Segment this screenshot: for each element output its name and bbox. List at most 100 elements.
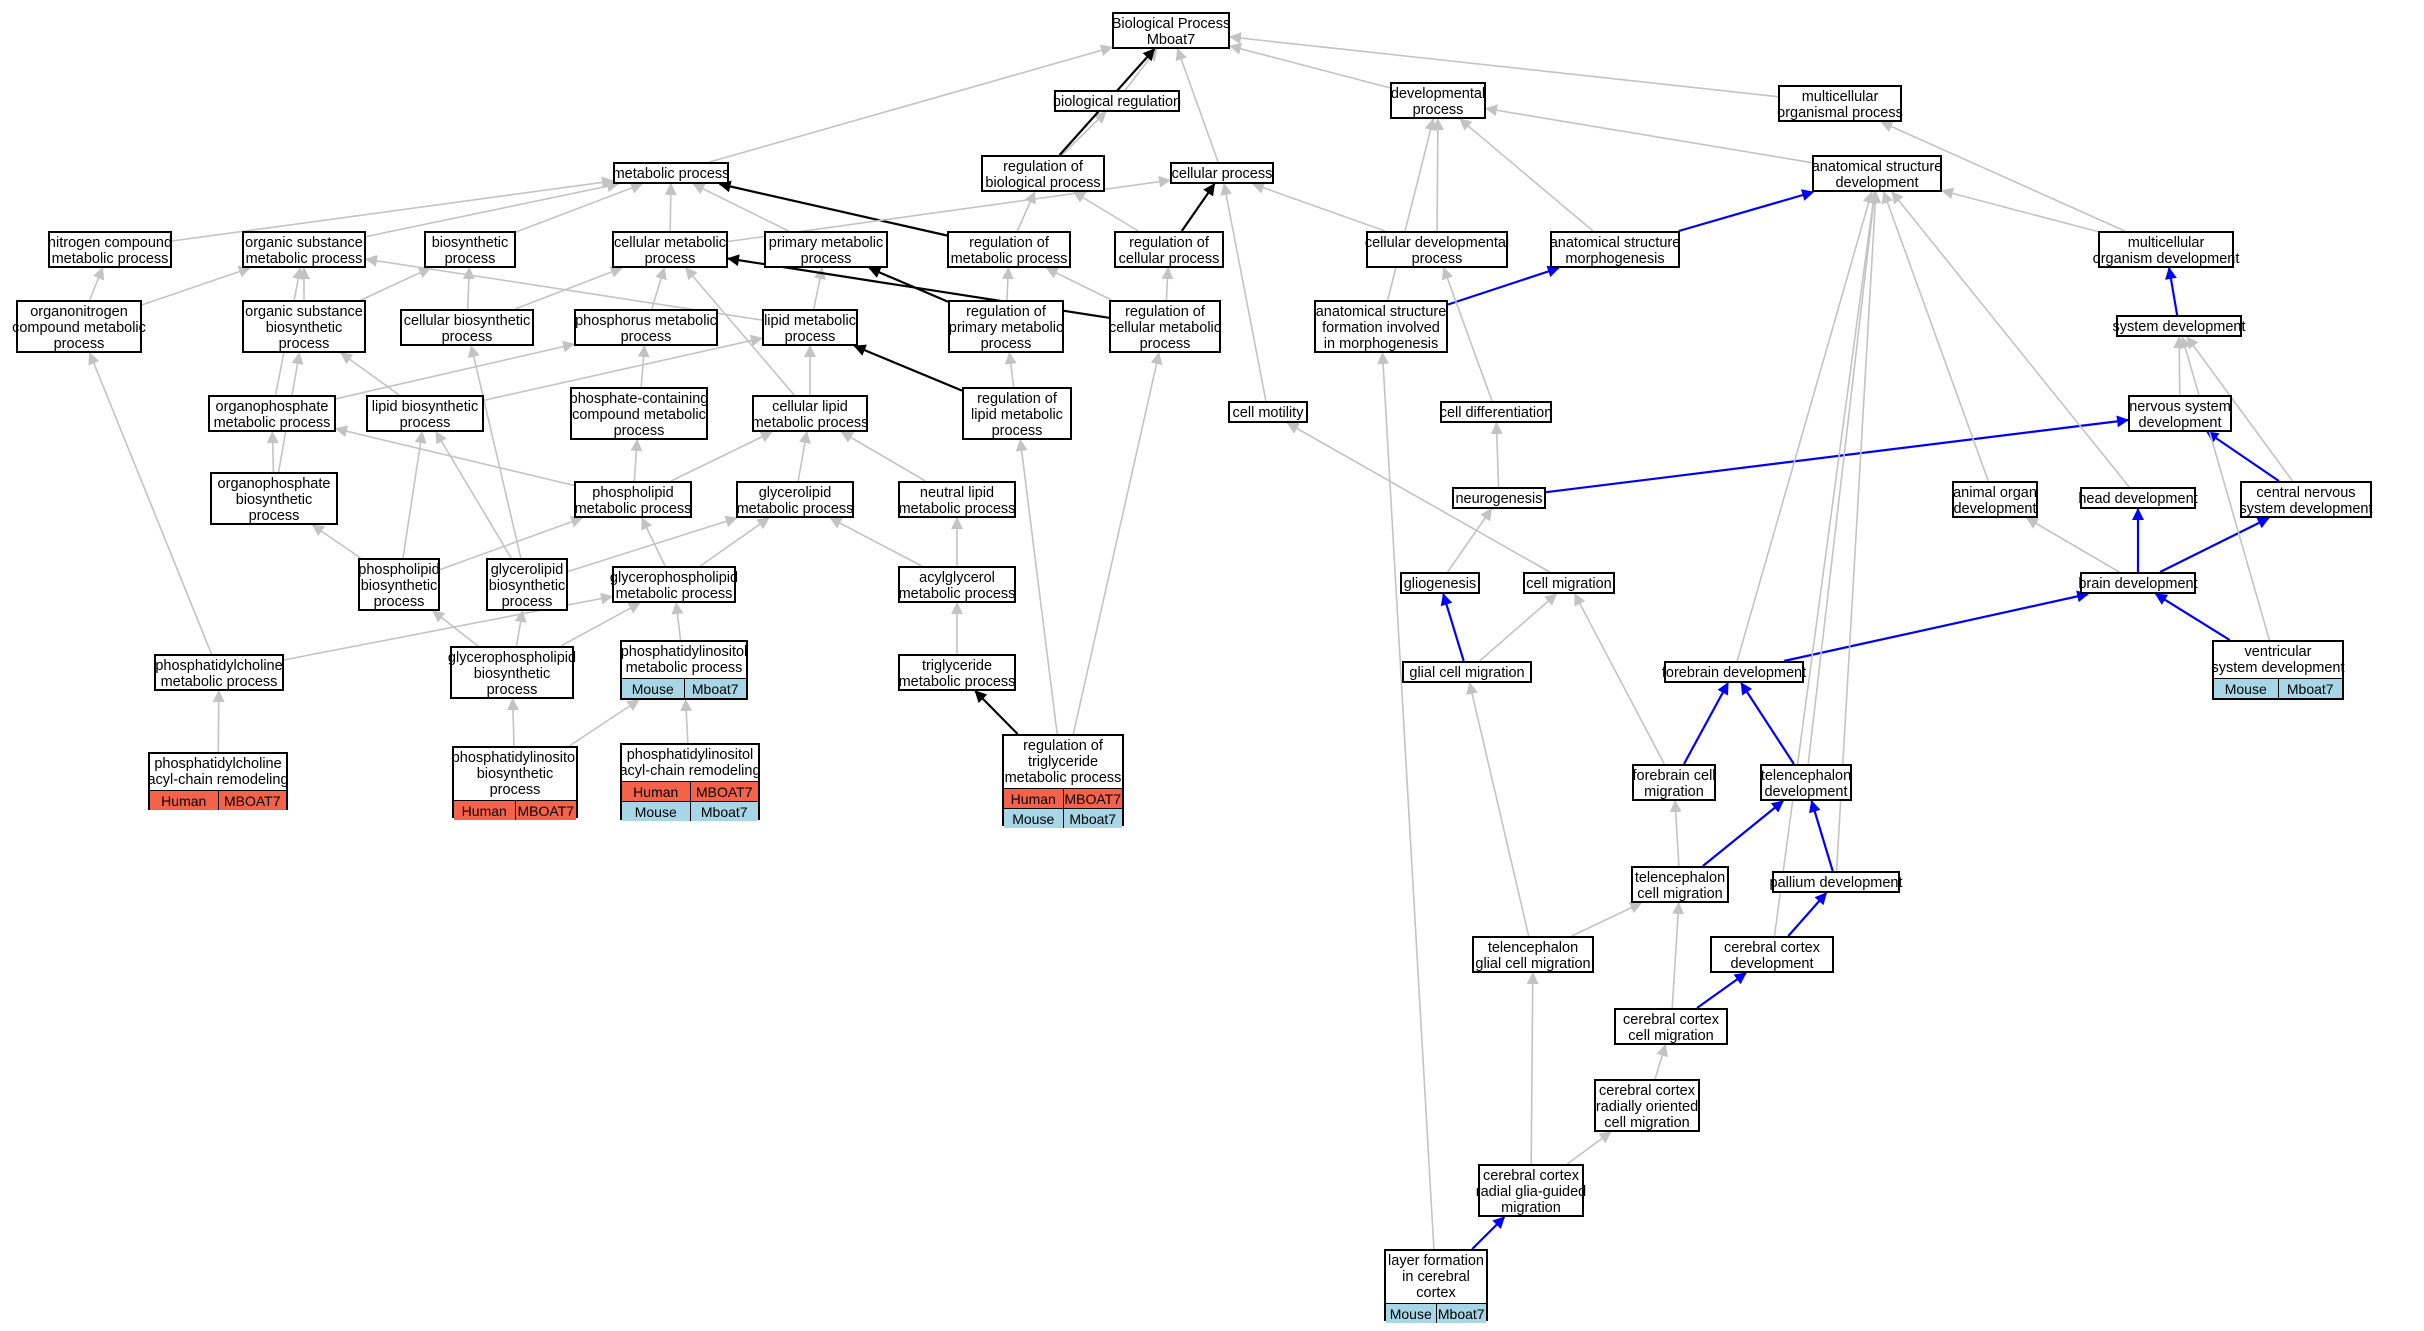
- go-term-label-line: metabolic process: [898, 501, 1016, 517]
- go-term-label-line: central nervous: [2256, 485, 2356, 501]
- edge-is-a-phlbp-to-lipbp: [402, 431, 427, 559]
- edge-is-a-biosyn-to-metab: [515, 182, 644, 233]
- go-term-bioreg[interactable]: biological regulation: [1052, 90, 1182, 112]
- go-term-metab[interactable]: metabolic process: [613, 162, 729, 184]
- go-term-label-line: regulation of: [1023, 738, 1103, 754]
- edge-is-a-ccrgm-to-telgcm: [1526, 972, 1539, 1165]
- gene-cell: MBOAT7: [514, 801, 577, 820]
- gene-cell: Mboat7: [1435, 1304, 1487, 1323]
- go-term-sysdev[interactable]: system development: [2113, 315, 2246, 337]
- edge-regulates-regpmp-to-pmp: [868, 266, 949, 303]
- go-term-cellproc[interactable]: cellular process: [1170, 162, 1274, 184]
- go-term-label-line: acylglycerol: [919, 570, 995, 586]
- go-term-fbdev[interactable]: forebrain development: [1662, 661, 1806, 683]
- go-term-braindev[interactable]: brain development: [2078, 572, 2198, 594]
- species-cell: Mouse: [1012, 810, 1055, 827]
- go-term-headdev[interactable]: head development: [2078, 487, 2198, 509]
- go-term-pallium[interactable]: pallium development: [1770, 871, 1903, 893]
- edge-is-a-regtg-to-regcmp: [1072, 352, 1163, 735]
- edge-part-of-fbcm-to-fbdev: [1683, 682, 1729, 765]
- go-term-label-line: system development: [2112, 319, 2246, 335]
- go-term-glio[interactable]: gliogenesis: [1400, 572, 1480, 594]
- edge-is-a-gplmp-to-phlmp: [641, 517, 666, 567]
- go-term-label: cell differentiation: [1440, 403, 1553, 423]
- go-term-cellmot[interactable]: cell motility: [1228, 401, 1308, 423]
- go-term-neurogen[interactable]: neurogenesis: [1452, 487, 1546, 509]
- edge-part-of-neurogen-to-nsdev: [1545, 415, 2129, 494]
- edge-is-a-phosmp-to-cmp: [650, 267, 667, 310]
- go-term-celldiff[interactable]: cell differentiation: [1440, 401, 1552, 423]
- edge-is-a-telcm-to-fbcm: [1669, 800, 1682, 867]
- edge-is-a-glbp-to-glmp: [567, 515, 738, 573]
- go-term-cellmig[interactable]: cell migration: [1523, 572, 1615, 594]
- go-term-label-line: nervous system: [2129, 399, 2231, 415]
- edge-is-a-oncmp-to-osmp: [141, 265, 251, 306]
- go-term-label: neurogenesis: [1454, 489, 1544, 509]
- go-term-gcm[interactable]: glial cell migration: [1402, 661, 1532, 683]
- go-term-label-line: biological regulation: [1052, 94, 1182, 110]
- go-term-label-line: neutral lipid: [919, 485, 995, 501]
